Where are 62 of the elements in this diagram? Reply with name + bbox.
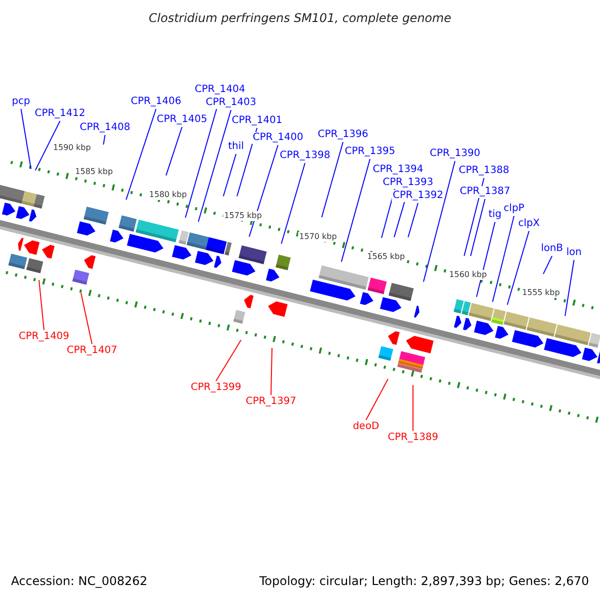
leader-line (492, 216, 514, 302)
gene-label: CPR_1395 (344, 146, 396, 158)
gene-label: CPR_1396 (316, 129, 370, 141)
leader-line (34, 120, 60, 171)
gene-label: CPR_1400 (252, 132, 304, 144)
leader-line (476, 222, 496, 298)
leader-line (126, 108, 156, 200)
gene-label: CPR_1412 (34, 108, 86, 120)
accession-text: Accession: NC_008262 (10, 574, 148, 588)
title: Clostridium perfringens SM101, complete genome (148, 11, 452, 25)
gene-label: CPR_1401 (230, 115, 284, 127)
gene-label: CPR_1392 (392, 190, 444, 202)
gene-label: CPR_1405 (156, 114, 208, 126)
leader-line (280, 162, 306, 244)
gene-label: CPR_1388 (458, 165, 510, 177)
leader-line (216, 340, 242, 382)
gene-label: CPR_1407 (66, 345, 118, 357)
scale-label: 1560 kbp (448, 270, 488, 280)
scale-label: 1555 kbp (521, 288, 561, 298)
gene-label: pcp (10, 96, 32, 108)
gene-label: CPR_1409 (18, 331, 70, 343)
gene-label: tig (487, 209, 503, 221)
leader-line (80, 292, 92, 344)
gene-label: CPR_1387 (458, 186, 512, 198)
leader-line (270, 348, 272, 396)
gene-label: CPR_1389 (386, 432, 440, 444)
leader-line (321, 142, 344, 218)
leader-line (470, 198, 486, 256)
scale-label: 1570 kbp (298, 232, 338, 242)
scale-label: 1585 kbp (74, 167, 114, 177)
scale-label: 1580 kbp (148, 190, 188, 200)
leader-line (222, 154, 236, 197)
leader-line (38, 280, 44, 330)
leader-line (20, 108, 32, 170)
scale-label: 1575 kbp (223, 211, 263, 221)
leader-line (248, 144, 278, 238)
leader-line (412, 384, 414, 432)
gene-label: CPR_1399 (190, 382, 242, 394)
leader-line (166, 126, 182, 176)
leader-line (340, 158, 370, 262)
leader-line (564, 260, 574, 316)
genome-info-text: Topology: circular; Length: 2,897,393 bp; Genes: 2,670 (258, 574, 590, 588)
gene-label: CPR_1397 (244, 396, 298, 408)
leader-line (366, 378, 388, 420)
leader-line (422, 160, 456, 282)
gene-label: clpP (502, 203, 526, 215)
leader-line (506, 230, 530, 306)
gene-label: CPR_1393 (382, 177, 434, 189)
gene-label: clpX (517, 218, 541, 230)
scale-label: 1590 kbp (52, 143, 92, 153)
gene-label: CPR_1394 (372, 164, 424, 176)
leader-line (102, 134, 106, 146)
gene-label: CPR_1406 (130, 96, 182, 108)
gene-label: CPR_1404 (194, 84, 246, 96)
gene-label: CPR_1408 (78, 122, 132, 134)
gene-label: CPR_1403 (204, 97, 258, 109)
leader-line (408, 202, 418, 238)
scale-label: 1565 kbp (366, 252, 406, 262)
gene-label: CPR_1390 (428, 148, 482, 160)
leader-line (542, 256, 552, 274)
leader-line (198, 110, 232, 222)
gene-label: CPR_1398 (278, 150, 332, 162)
